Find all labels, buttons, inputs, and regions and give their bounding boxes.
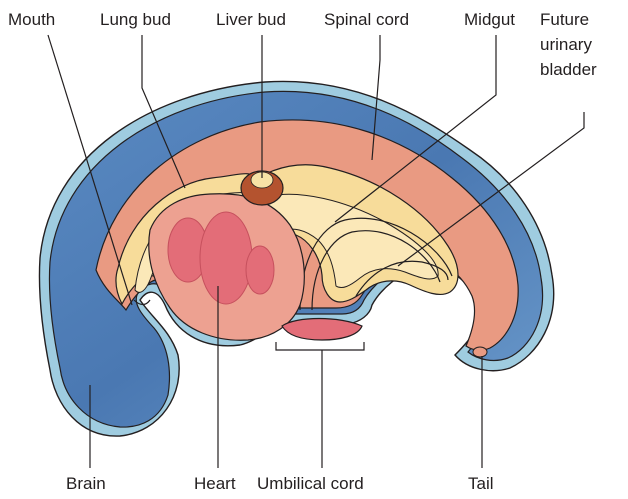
label-bladder-line-2: urinary [540,35,597,55]
label-tail: Tail [468,474,494,494]
label-brain: Brain [66,474,106,494]
heart-chamber-right [246,246,274,294]
heart-chamber-center [200,212,252,304]
umbilical-bracket [276,342,364,350]
label-umbilical-cord: Umbilical cord [257,474,364,494]
tail-tip [473,347,487,357]
umbilical-stub [282,319,362,341]
label-spinal-cord: Spinal cord [324,10,409,30]
label-future-urinary-bladder: Future urinary bladder [540,10,597,80]
label-mouth: Mouth [8,10,55,30]
label-bladder-line-3: bladder [540,60,597,80]
label-lung-bud: Lung bud [100,10,171,30]
label-heart: Heart [194,474,236,494]
label-liver-bud: Liver bud [216,10,286,30]
label-midgut: Midgut [464,10,515,30]
label-bladder-line-1: Future [540,10,597,30]
